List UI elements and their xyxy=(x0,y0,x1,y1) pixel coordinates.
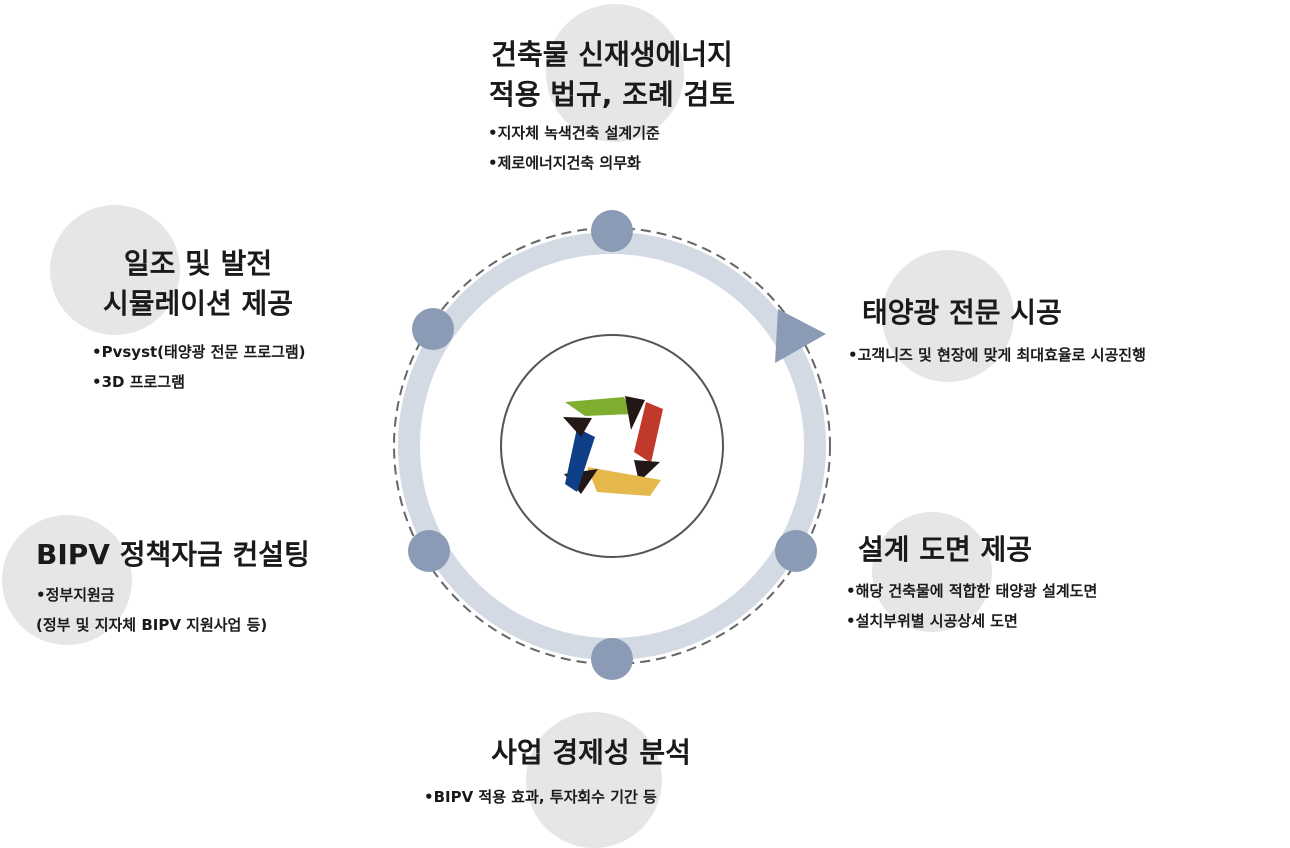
node-left-bottom xyxy=(408,530,450,572)
title-right-top: 태양광 전문 시공 xyxy=(862,293,1062,333)
title-top-line-1: 건축물 신재생에너지 xyxy=(491,38,733,71)
title-left-top-line-2: 시뮬레이션 제공 xyxy=(102,286,294,320)
bullets-bottom: •BIPV 적용 효과, 투자회수 기간 등 xyxy=(424,782,657,812)
node-top xyxy=(591,210,633,252)
bullet-bottom-1: •BIPV 적용 효과, 투자회수 기간 등 xyxy=(424,788,657,806)
inner-circle xyxy=(500,334,724,558)
bullets-top: •지자체 녹색건축 설계기준 •제로에너지건축 의무화 xyxy=(488,118,660,178)
bullet-right-bottom-1: •해당 건축물에 적합한 태양광 설계도면 xyxy=(846,582,1098,600)
title-right-bottom: 설계 도면 제공 xyxy=(858,530,1032,570)
bullet-right-bottom-2: •설치부위별 시공상세 도면 xyxy=(846,612,1018,630)
bullet-left-top-1: •Pvsyst(태양광 전문 프로그램) xyxy=(92,343,306,361)
node-bottom xyxy=(591,638,633,680)
title-right-bottom-line-1: 설계 도면 제공 xyxy=(858,533,1033,566)
bullets-left-bottom: •정부지원금 (정부 및 지자체 BIPV 지원사업 등) xyxy=(36,580,267,640)
bullet-left-top-2: •3D 프로그램 xyxy=(92,373,185,391)
title-right-top-line-1: 태양광 전문 시공 xyxy=(862,296,1062,329)
bullet-top-1: •지자체 녹색건축 설계기준 xyxy=(488,124,660,142)
blob-left-bottom xyxy=(2,515,132,645)
bullets-right-bottom: •해당 건축물에 적합한 태양광 설계도면 •설치부위별 시공상세 도면 xyxy=(846,576,1097,636)
title-left-top-line-1: 일조 및 발전 xyxy=(123,247,273,280)
title-bottom: 사업 경제성 분석 xyxy=(460,733,722,773)
bullets-right-top: •고객니즈 및 현장에 맞게 최대효율로 시공진행 xyxy=(848,340,1146,370)
bullet-top-2: •제로에너지건축 의무화 xyxy=(488,154,641,172)
title-top: 건축물 신재생에너지 적용 법규, 조례 검토 xyxy=(470,35,754,115)
node-right-bottom xyxy=(775,530,817,572)
title-left-bottom: BIPV 정책자금 컨설팅 xyxy=(36,535,310,575)
bullet-left-bottom-2: (정부 및 지자체 BIPV 지원사업 등) xyxy=(36,616,268,634)
title-top-line-2: 적용 법규, 조례 검토 xyxy=(489,77,735,111)
node-left-top xyxy=(412,308,454,350)
bullet-left-bottom-1: •정부지원금 xyxy=(36,586,115,604)
cycle-arrow-head xyxy=(775,309,826,363)
blob-top xyxy=(546,4,684,142)
title-bottom-line-1: 사업 경제성 분석 xyxy=(491,736,691,769)
company-logo-icon xyxy=(563,396,663,496)
title-left-bottom-line-1: BIPV 정책자금 컨설팅 xyxy=(36,538,310,571)
blob-bottom xyxy=(526,712,662,848)
blob-right-bottom xyxy=(872,512,992,632)
bullets-left-top: •Pvsyst(태양광 전문 프로그램) •3D 프로그램 xyxy=(92,337,306,397)
blob-left-top xyxy=(50,205,180,335)
bullet-right-top-1: •고객니즈 및 현장에 맞게 최대효율로 시공진행 xyxy=(848,346,1146,364)
title-left-top: 일조 및 발전 시뮬레이션 제공 xyxy=(80,244,316,324)
blob-right-top xyxy=(882,250,1014,382)
